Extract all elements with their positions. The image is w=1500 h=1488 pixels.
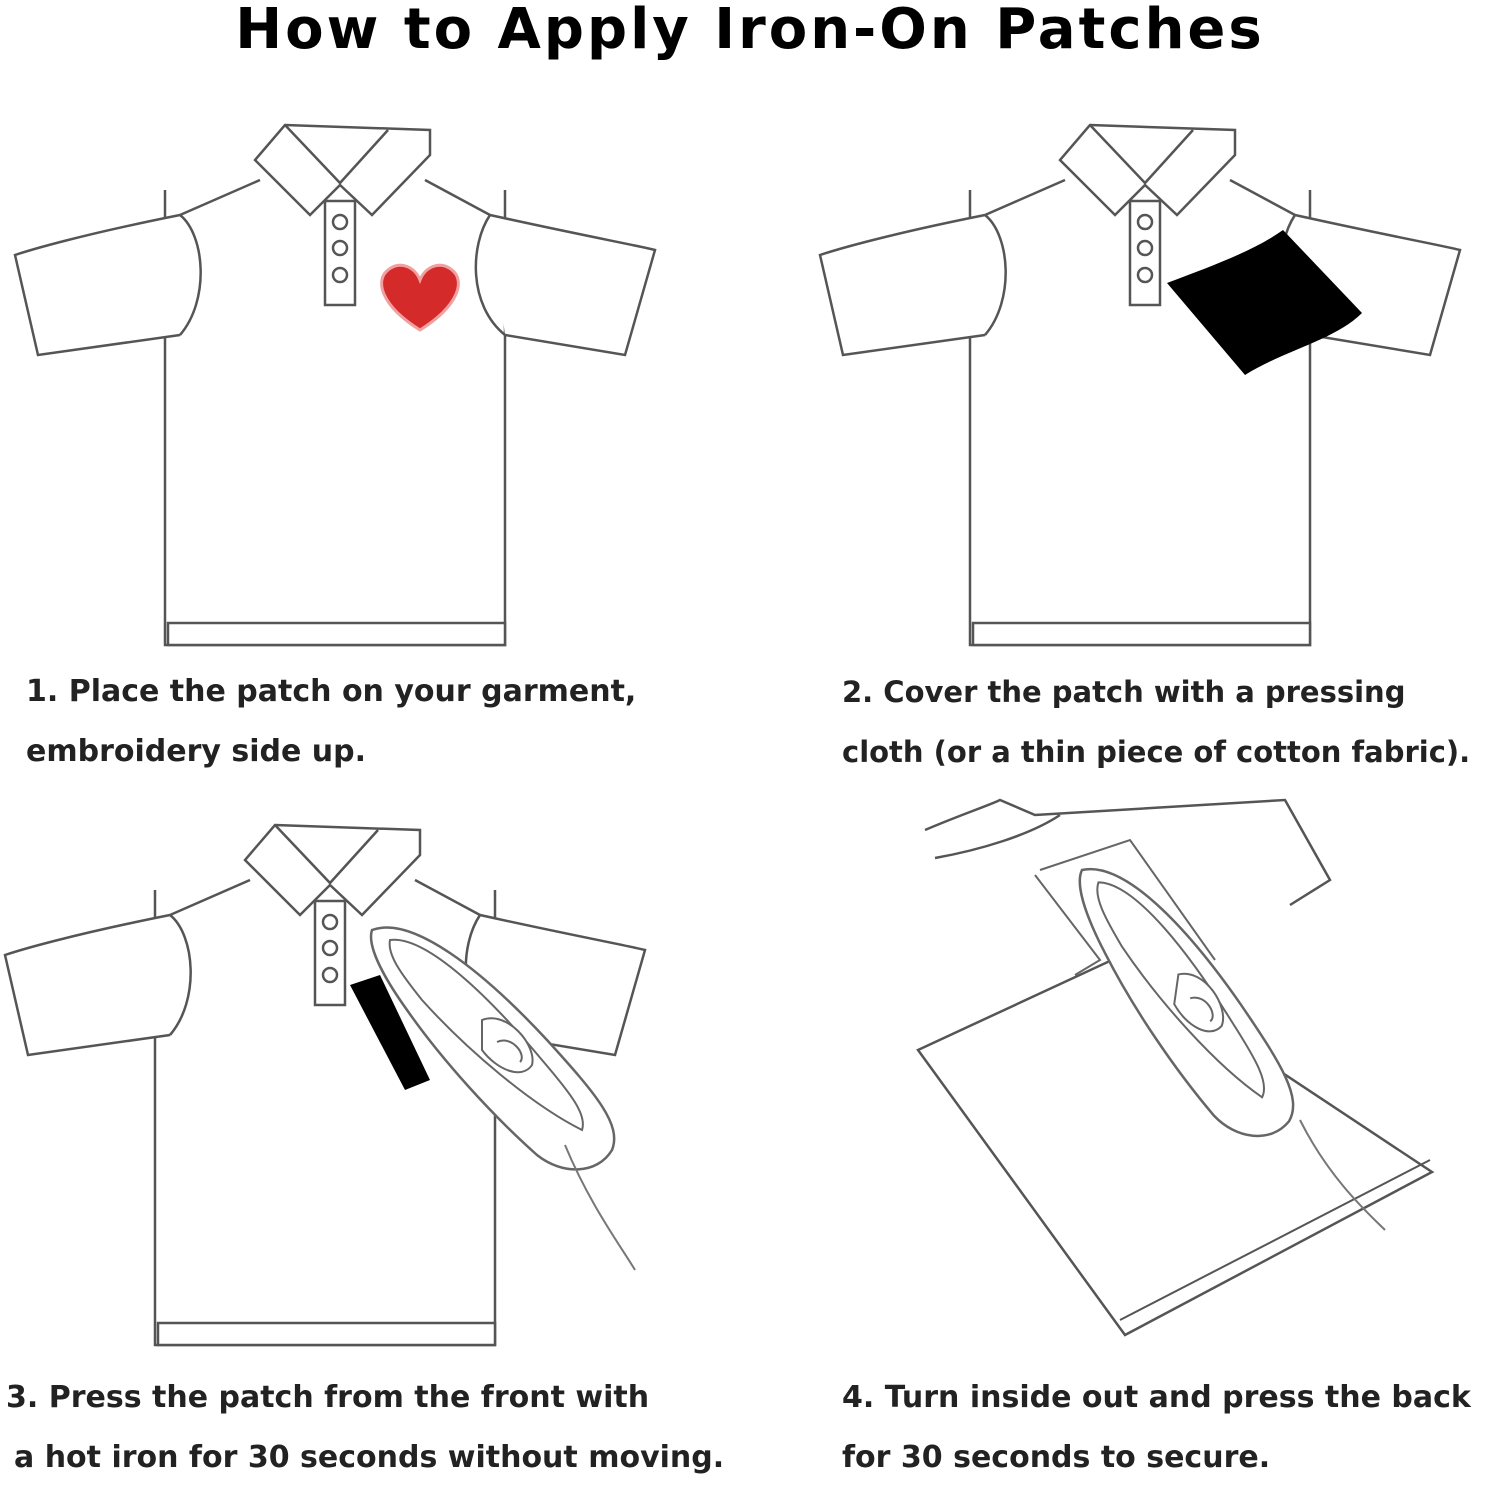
step-2-caption: 2. Cover the patch with a pressing cloth… — [842, 662, 1470, 782]
heart-patch-icon — [380, 263, 460, 332]
step-4-line-2: for 30 seconds to secure. — [842, 1440, 1271, 1475]
step-2-line-2: cloth (or a thin piece of cotton fabric)… — [842, 735, 1471, 769]
page-title: How to Apply Iron-On Patches — [235, 0, 1265, 62]
step-3-caption: 3. Press the patch from the front with a… — [6, 1368, 724, 1488]
step-4-line-1: 4. Turn inside out and press the back — [842, 1380, 1471, 1415]
step-4-caption: 4. Turn inside out and press the back fo… — [842, 1368, 1471, 1488]
step-1-illustration — [13, 123, 657, 647]
step-2-line-1: 2. Cover the patch with a pressing — [842, 675, 1406, 709]
step-1-line-2: embroidery side up. — [26, 734, 367, 769]
step-3-illustration — [3, 823, 647, 1347]
step-1-caption: 1. Place the patch on your garment, embr… — [26, 662, 636, 782]
step-2-illustration — [818, 123, 1462, 647]
step-3-line-1: 3. Press the patch from the front with — [6, 1380, 650, 1415]
step-1-line-1: 1. Place the patch on your garment, — [26, 674, 637, 709]
pressing-cloth-icon — [350, 975, 430, 1090]
step-3-line-2: a hot iron for 30 seconds without moving… — [14, 1440, 725, 1475]
pressing-cloth-icon — [1167, 230, 1362, 375]
step-4-illustration — [916, 798, 1435, 1337]
